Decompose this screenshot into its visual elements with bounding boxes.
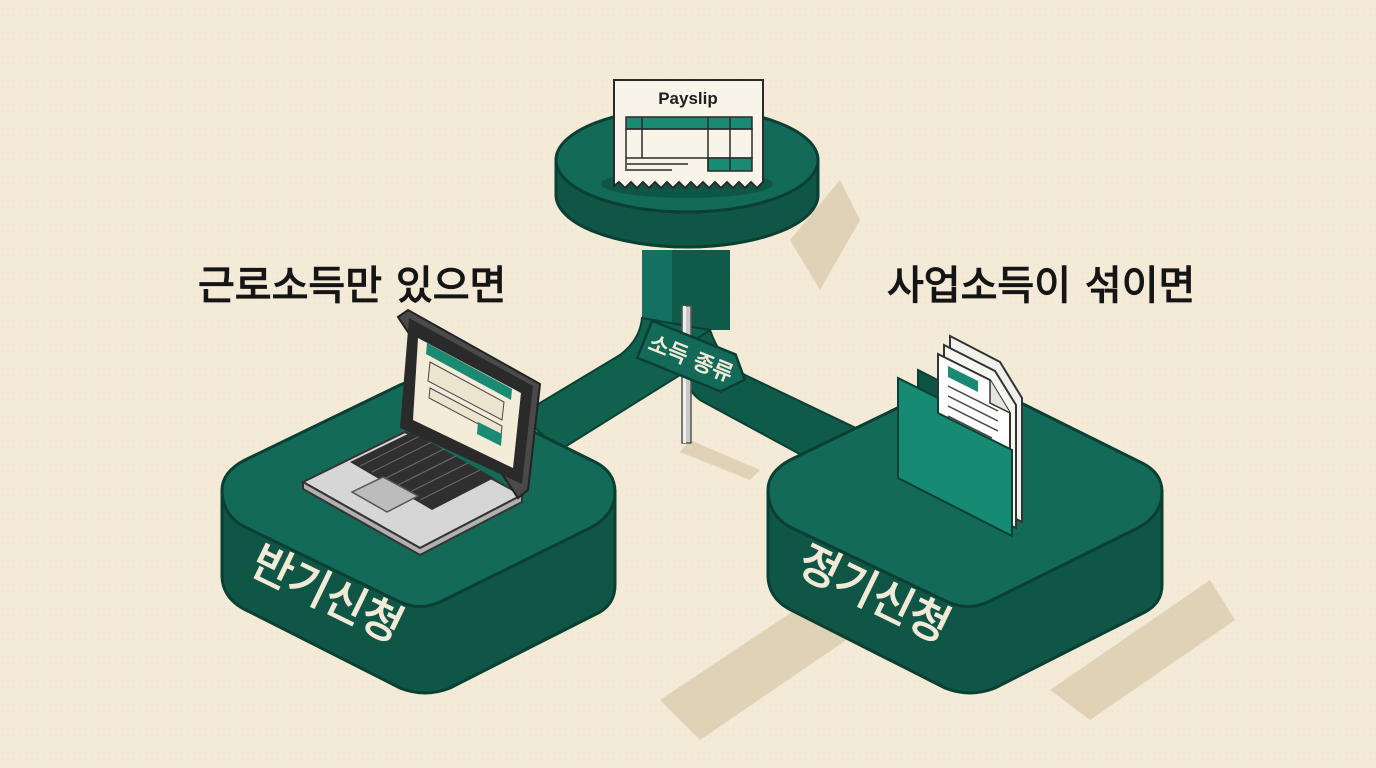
left-heading: 근로소득만 있으면: [198, 263, 506, 309]
laptop-icon: [300, 308, 542, 557]
right-heading: 사업소득이 섞이면: [887, 263, 1195, 309]
folder-documents-icon: [897, 334, 1023, 538]
payslip-title: Payslip: [658, 89, 718, 108]
payslip-table: [625, 116, 753, 172]
payslip-document: Payslip: [613, 79, 764, 190]
